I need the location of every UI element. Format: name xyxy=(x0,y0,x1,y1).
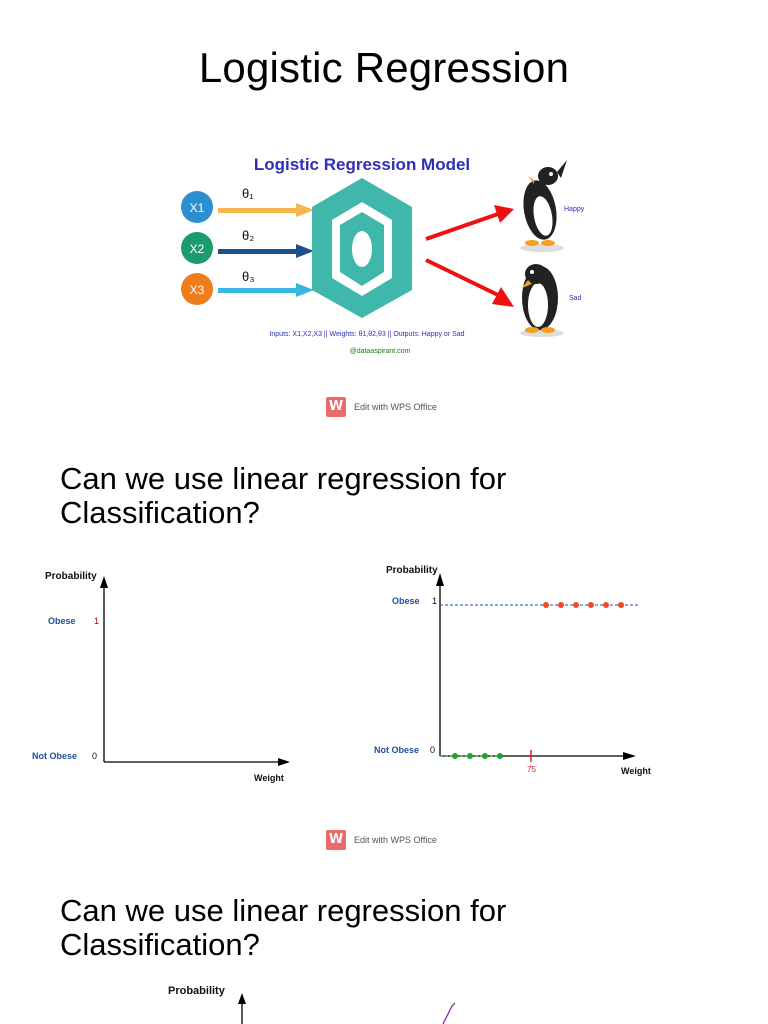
right-ylabel: Probability xyxy=(386,565,438,576)
scatter-point-obese-5 xyxy=(618,602,624,608)
slide3-chart-partial: Probability xyxy=(168,985,456,1024)
left-x-axis-arrow xyxy=(278,758,290,766)
right-ytick-low-label: Not Obese xyxy=(374,745,419,755)
slide-title: Logistic Regression xyxy=(198,44,570,91)
wps-logo-icon: W xyxy=(326,397,346,417)
right-ytick-high-label: Obese xyxy=(392,596,420,606)
left-xlabel: Weight xyxy=(254,773,284,783)
chart-left: Probability Obese 1 Not Obese 0 Weight xyxy=(32,571,290,783)
output-arrow-sad xyxy=(425,258,514,307)
input-x3-label: X3 xyxy=(190,283,205,297)
input-x3-node: X3 xyxy=(181,273,213,305)
scatter-point-not-obese-0 xyxy=(452,753,458,759)
right-scatter-points xyxy=(452,602,624,759)
input-x1-label: X1 xyxy=(190,201,205,215)
input-x2-node: X2 xyxy=(181,232,213,264)
right-y-axis-arrow xyxy=(436,573,444,586)
right-x-axis-arrow xyxy=(623,752,636,760)
logistic-regression-diagram: Logistic Regression Model X1 X2 X3 θ₁ θ₂… xyxy=(181,155,585,355)
input-arrow-3 xyxy=(218,283,314,297)
wps-watermark-2[interactable]: W Edit with WPS Office xyxy=(326,830,437,850)
slide2-heading: Can we use linear regression for Classif… xyxy=(60,461,507,530)
slide3-y-axis-arrow xyxy=(238,993,246,1004)
output-sad-label: Sad xyxy=(569,295,582,302)
diagram-caption: Inputs: X1,X2,X3 || Weights: θ1,θ2,θ3 ||… xyxy=(269,331,464,338)
input-x2-label: X2 xyxy=(190,242,205,256)
left-ylabel: Probability xyxy=(45,571,97,582)
scatter-point-obese-4 xyxy=(603,602,609,608)
scatter-point-obese-3 xyxy=(588,602,594,608)
wps-watermark-1[interactable]: W Edit with WPS Office xyxy=(326,397,437,417)
input-arrow-2 xyxy=(218,244,314,258)
scatter-point-obese-0 xyxy=(543,602,549,608)
right-ytick-high-value: 1 xyxy=(432,596,437,606)
wps-logo-icon: W xyxy=(326,830,346,850)
left-ytick-high-label: Obese xyxy=(48,616,76,626)
right-threshold-label: 75 xyxy=(527,765,536,774)
diagram-credit: @dataaspirant.com xyxy=(350,348,411,355)
slide3-heading: Can we use linear regression for Classif… xyxy=(60,893,507,962)
left-y-axis-arrow xyxy=(100,576,108,588)
scatter-point-not-obese-1 xyxy=(467,753,473,759)
slide3-ylabel: Probability xyxy=(168,985,226,997)
slide3-curve-partial xyxy=(442,1002,456,1024)
output-arrow-happy xyxy=(425,205,514,241)
model-hexagon xyxy=(312,178,412,318)
left-ytick-low-label: Not Obese xyxy=(32,751,77,761)
input-arrow-1 xyxy=(218,203,314,217)
right-ytick-low-value: 0 xyxy=(430,745,435,755)
left-ytick-low-value: 0 xyxy=(92,751,97,761)
chart-right: Probability Obese 1 Not Obese 0 75 Weigh… xyxy=(374,565,651,776)
scatter-point-not-obese-2 xyxy=(482,753,488,759)
wps-label-1: Edit with WPS Office xyxy=(354,402,437,412)
weight-theta1: θ₁ xyxy=(242,186,254,201)
scatter-point-obese-1 xyxy=(558,602,564,608)
weight-theta3: θ₃ xyxy=(242,269,255,284)
happy-penguin-image xyxy=(520,160,567,252)
left-ytick-high-value: 1 xyxy=(94,616,99,626)
sad-penguin-image xyxy=(520,264,564,337)
output-happy-label: Happy xyxy=(564,206,585,213)
scatter-point-obese-2 xyxy=(573,602,579,608)
model-title: Logistic Regression Model xyxy=(254,155,470,174)
right-xlabel: Weight xyxy=(621,766,651,776)
weight-theta2: θ₂ xyxy=(242,228,254,243)
scatter-point-not-obese-3 xyxy=(497,753,503,759)
input-x1-node: X1 xyxy=(181,191,213,223)
wps-label-2: Edit with WPS Office xyxy=(354,835,437,845)
